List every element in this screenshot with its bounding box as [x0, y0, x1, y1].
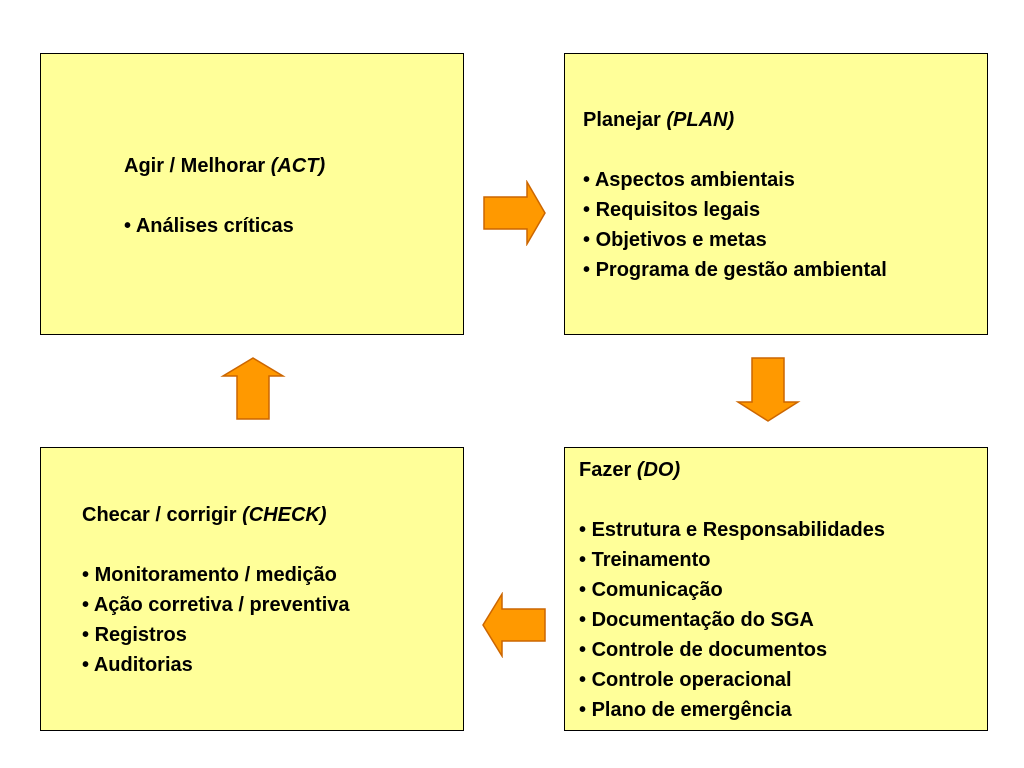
bullet-icon: • — [579, 579, 587, 601]
check-box: Checar / corrigir (CHECK) • Monitorament… — [40, 447, 464, 731]
do-item: • Plano de emergência — [579, 695, 885, 725]
plan-title: Planejar (PLAN) — [583, 105, 887, 135]
check-title: Checar / corrigir (CHECK) — [82, 500, 350, 530]
bullet-icon: • — [579, 699, 587, 721]
do-item-text: Treinamento — [591, 549, 711, 571]
act-title-em: (ACT) — [270, 155, 326, 177]
check-item: • Registros — [82, 620, 350, 650]
check-item: • Monitoramento / medição — [82, 560, 350, 590]
do-item: • Treinamento — [579, 545, 885, 575]
plan-item: • Programa de gestão ambiental — [583, 255, 887, 285]
plan-title-text: Planejar — [583, 109, 661, 131]
plan-item-text: Requisitos legais — [595, 199, 761, 221]
plan-item-text: Programa de gestão ambiental — [595, 259, 887, 281]
check-item: • Auditorias — [82, 650, 350, 680]
act-box: Agir / Melhorar (ACT) • Análises crítica… — [40, 53, 464, 335]
do-item: • Controle operacional — [579, 665, 885, 695]
plan-title-em: (PLAN) — [666, 109, 735, 131]
bullet-icon: • — [82, 564, 90, 586]
bullet-icon: • — [579, 519, 587, 541]
bullet-icon: • — [579, 549, 587, 571]
do-item: • Controle de documentos — [579, 635, 885, 665]
bullet-icon: • — [583, 259, 591, 281]
do-item: • Comunicação — [579, 575, 885, 605]
arrow-left-icon — [480, 592, 548, 658]
bullet-icon: • — [583, 199, 591, 221]
do-item-text: Estrutura e Responsabilidades — [591, 519, 885, 541]
bullet-icon: • — [82, 624, 90, 646]
check-title-text: Checar / corrigir — [82, 504, 237, 526]
do-item-text: Controle de documentos — [591, 639, 828, 661]
bullet-icon: • — [579, 609, 587, 631]
do-item-text: Controle operacional — [591, 669, 792, 691]
check-item-text: Ação corretiva / preventiva — [93, 594, 350, 616]
plan-item-text: Aspectos ambientais — [594, 169, 795, 191]
plan-item: • Requisitos legais — [583, 195, 887, 225]
do-item-text: Comunicação — [591, 579, 723, 601]
check-title-em: (CHECK) — [242, 504, 327, 526]
do-item-text: Plano de emergência — [591, 699, 792, 721]
check-item-text: Registros — [94, 624, 187, 646]
check-item-text: Auditorias — [93, 654, 193, 676]
arrow-down-icon — [735, 356, 801, 424]
plan-box: Planejar (PLAN) • Aspectos ambientais• R… — [564, 53, 988, 335]
plan-item: • Objetivos e metas — [583, 225, 887, 255]
do-title: Fazer (DO) — [579, 455, 885, 485]
plan-item: • Aspectos ambientais — [583, 165, 887, 195]
bullet-icon: • — [82, 594, 90, 616]
act-title-text: Agir / Melhorar — [124, 155, 266, 177]
check-content: Checar / corrigir (CHECK) • Monitorament… — [82, 500, 350, 680]
bullet-icon: • — [579, 669, 587, 691]
act-item: • Análises críticas — [124, 211, 325, 241]
do-title-em: (DO) — [636, 459, 681, 481]
check-items: • Monitoramento / medição• Ação corretiv… — [82, 560, 350, 680]
plan-items: • Aspectos ambientais• Requisitos legais… — [583, 165, 887, 285]
do-title-text: Fazer — [579, 459, 632, 481]
do-box: Fazer (DO) • Estrutura e Responsabilidad… — [564, 447, 988, 731]
bullet-icon: • — [82, 654, 90, 676]
act-items: • Análises críticas — [124, 211, 325, 241]
check-item-text: Monitoramento / medição — [94, 564, 337, 586]
bullet-icon: • — [583, 169, 591, 191]
do-item-text: Documentação do SGA — [591, 609, 814, 631]
check-item: • Ação corretiva / preventiva — [82, 590, 350, 620]
plan-content: Planejar (PLAN) • Aspectos ambientais• R… — [583, 105, 887, 285]
do-item: • Documentação do SGA — [579, 605, 885, 635]
bullet-icon: • — [579, 639, 587, 661]
do-item: • Estrutura e Responsabilidades — [579, 515, 885, 545]
do-items: • Estrutura e Responsabilidades• Treinam… — [579, 515, 885, 725]
arrow-up-icon — [220, 356, 286, 422]
bullet-icon: • — [124, 215, 132, 237]
act-item-text: Análises críticas — [135, 215, 294, 237]
act-content: Agir / Melhorar (ACT) • Análises crítica… — [124, 151, 325, 241]
plan-item-text: Objetivos e metas — [595, 229, 767, 251]
bullet-icon: • — [583, 229, 591, 251]
do-content: Fazer (DO) • Estrutura e Responsabilidad… — [579, 455, 885, 725]
arrow-right-icon — [482, 180, 548, 246]
act-title: Agir / Melhorar (ACT) — [124, 151, 325, 181]
